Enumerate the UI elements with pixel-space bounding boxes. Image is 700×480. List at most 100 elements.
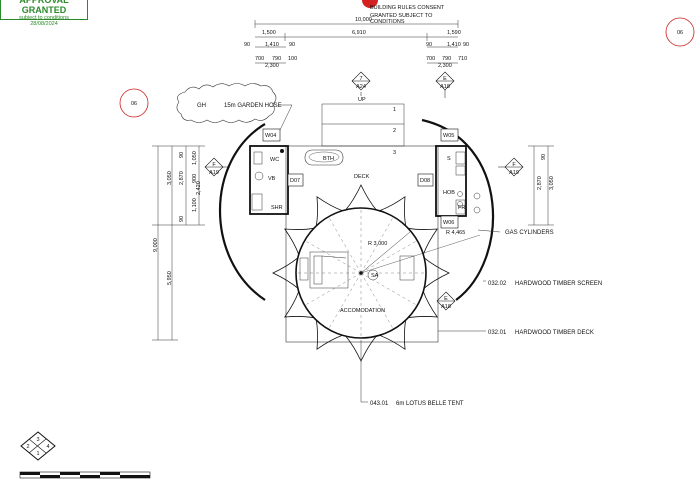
dim-left-1050: 1,050 — [192, 151, 198, 165]
gh-label: GH — [197, 103, 206, 109]
tent-ray — [345, 184, 377, 211]
revision-marker-left: 06 — [119, 88, 149, 118]
tent-ray — [408, 227, 439, 255]
dim-top-middle: 6,910 — [352, 30, 366, 36]
accommodation-label: ACCOMODATION — [340, 308, 385, 314]
shr-label: SHR — [271, 205, 283, 211]
deck-code: 032.01 — [488, 330, 507, 336]
svg-text:A18: A18 — [441, 304, 451, 310]
top-dimensions — [254, 20, 459, 64]
door-d07: D07 — [287, 173, 304, 187]
tent-ray — [315, 320, 343, 351]
dim-l100: 100 — [288, 56, 297, 62]
svg-text:W05: W05 — [443, 133, 454, 139]
svg-text:4: 4 — [46, 444, 49, 450]
section-marker-right: F A19 — [504, 157, 524, 177]
up-label: UP — [358, 97, 366, 103]
tent-label: 6m LOTUS BELLE TENT — [396, 401, 464, 407]
door-d08: D08 — [417, 173, 434, 187]
dim-overall: 10,000 — [355, 17, 372, 23]
left-dimensions — [152, 145, 205, 341]
svg-text:F: F — [512, 162, 516, 168]
dim-left-90a: 90 — [179, 152, 185, 158]
entry-steps — [321, 103, 405, 147]
fridge-label: FR — [458, 205, 465, 211]
tent-ray — [408, 291, 439, 319]
stamp-line-1: subject to conditions — [19, 15, 69, 21]
dim-right-2870: 2,870 — [537, 176, 543, 190]
tent-spoke — [304, 272, 362, 306]
dim-l700: 700 — [255, 56, 264, 62]
dim-r90a: 90 — [426, 42, 432, 48]
dim-top-left: 1,500 — [262, 30, 276, 36]
sa-label: SA — [371, 273, 379, 279]
approval-stamp: APPROVAL GRANTED subject to conditions 2… — [0, 0, 88, 27]
svg-text:2: 2 — [26, 444, 29, 450]
section-marker-top-left: 7 A24 — [351, 71, 371, 91]
svg-text:E: E — [444, 296, 448, 302]
consent-line-2: CONDITIONS — [370, 19, 405, 25]
wc-label: WC — [270, 157, 279, 163]
tent-ray — [379, 195, 407, 226]
tent-spoke — [328, 272, 362, 330]
bed — [299, 251, 415, 289]
dim-left-1100: 1,100 — [192, 198, 198, 212]
svg-text:D08: D08 — [420, 178, 430, 184]
svg-text:A18: A18 — [440, 84, 450, 90]
dim-r2300: 2,300 — [438, 63, 452, 69]
dim-left-5950: 5,950 — [167, 271, 173, 285]
tent-ray — [283, 227, 314, 255]
consent-seal: BUILDING RULES CONSENT GRANTED SUBJECT T… — [362, 0, 445, 25]
step-1: 1 — [393, 107, 396, 113]
screen-label: HARDWOOD TIMBER SCREEN — [515, 281, 602, 287]
tent-ray — [272, 257, 299, 289]
dim-left-90b: 90 — [179, 216, 185, 222]
radius-4465: R 4,465 — [446, 230, 465, 236]
svg-text:D07: D07 — [290, 178, 300, 184]
right-dimensions — [528, 145, 554, 226]
step-2: 2 — [393, 128, 396, 134]
step-3: 3 — [393, 150, 396, 156]
svg-text:E: E — [443, 76, 447, 82]
window-w05: W05 — [440, 128, 459, 142]
window-w06: W06 — [440, 215, 459, 229]
hob-label: HOB — [443, 190, 455, 196]
tent-ray — [283, 291, 314, 319]
dim-r700: 700 — [426, 56, 435, 62]
dim-l2300: 2,300 — [265, 63, 279, 69]
window-w04: W04 — [262, 128, 281, 142]
deck-outline — [285, 145, 439, 343]
bth-label: BTH — [323, 156, 334, 162]
radius-3000: R 3,000 — [368, 241, 387, 247]
dim-left-2870: 2,870 — [179, 171, 185, 185]
sink-label: S — [447, 156, 451, 162]
svg-text:A19: A19 — [209, 170, 219, 176]
svg-text:W06: W06 — [443, 220, 454, 226]
compass-icon: 3 4 1 2 — [20, 431, 56, 461]
svg-text:7: 7 — [359, 76, 362, 82]
tent-spoke — [360, 272, 418, 306]
dim-r1410: 1,410 — [447, 42, 461, 48]
svg-text:06: 06 — [131, 101, 137, 107]
svg-text:3: 3 — [36, 437, 39, 443]
stamp-line-2: 28/08/2024 — [30, 21, 58, 27]
dim-right-90: 90 — [541, 154, 547, 160]
dim-r790: 790 — [442, 56, 451, 62]
screen-code: 032.02 — [488, 281, 507, 287]
svg-text:1: 1 — [36, 451, 39, 457]
dim-r710: 710 — [458, 56, 467, 62]
revision-marker-right: 06 — [665, 17, 695, 47]
tent-ray — [379, 320, 407, 351]
tent-ray — [315, 195, 343, 226]
dim-right-3050: 3,050 — [549, 176, 555, 190]
bathtub — [304, 149, 344, 166]
tent-spoke — [360, 240, 418, 274]
consent-title: BUILDING RULES CONSENT — [370, 5, 445, 11]
section-marker-left: F A19 — [204, 157, 224, 177]
section-marker-top-right: E A18 — [435, 71, 455, 91]
dim-l790: 790 — [272, 56, 281, 62]
timber-screen-left — [218, 123, 266, 301]
stamp-title: APPROVAL GRANTED — [19, 0, 69, 15]
tent-spoke — [360, 272, 394, 330]
